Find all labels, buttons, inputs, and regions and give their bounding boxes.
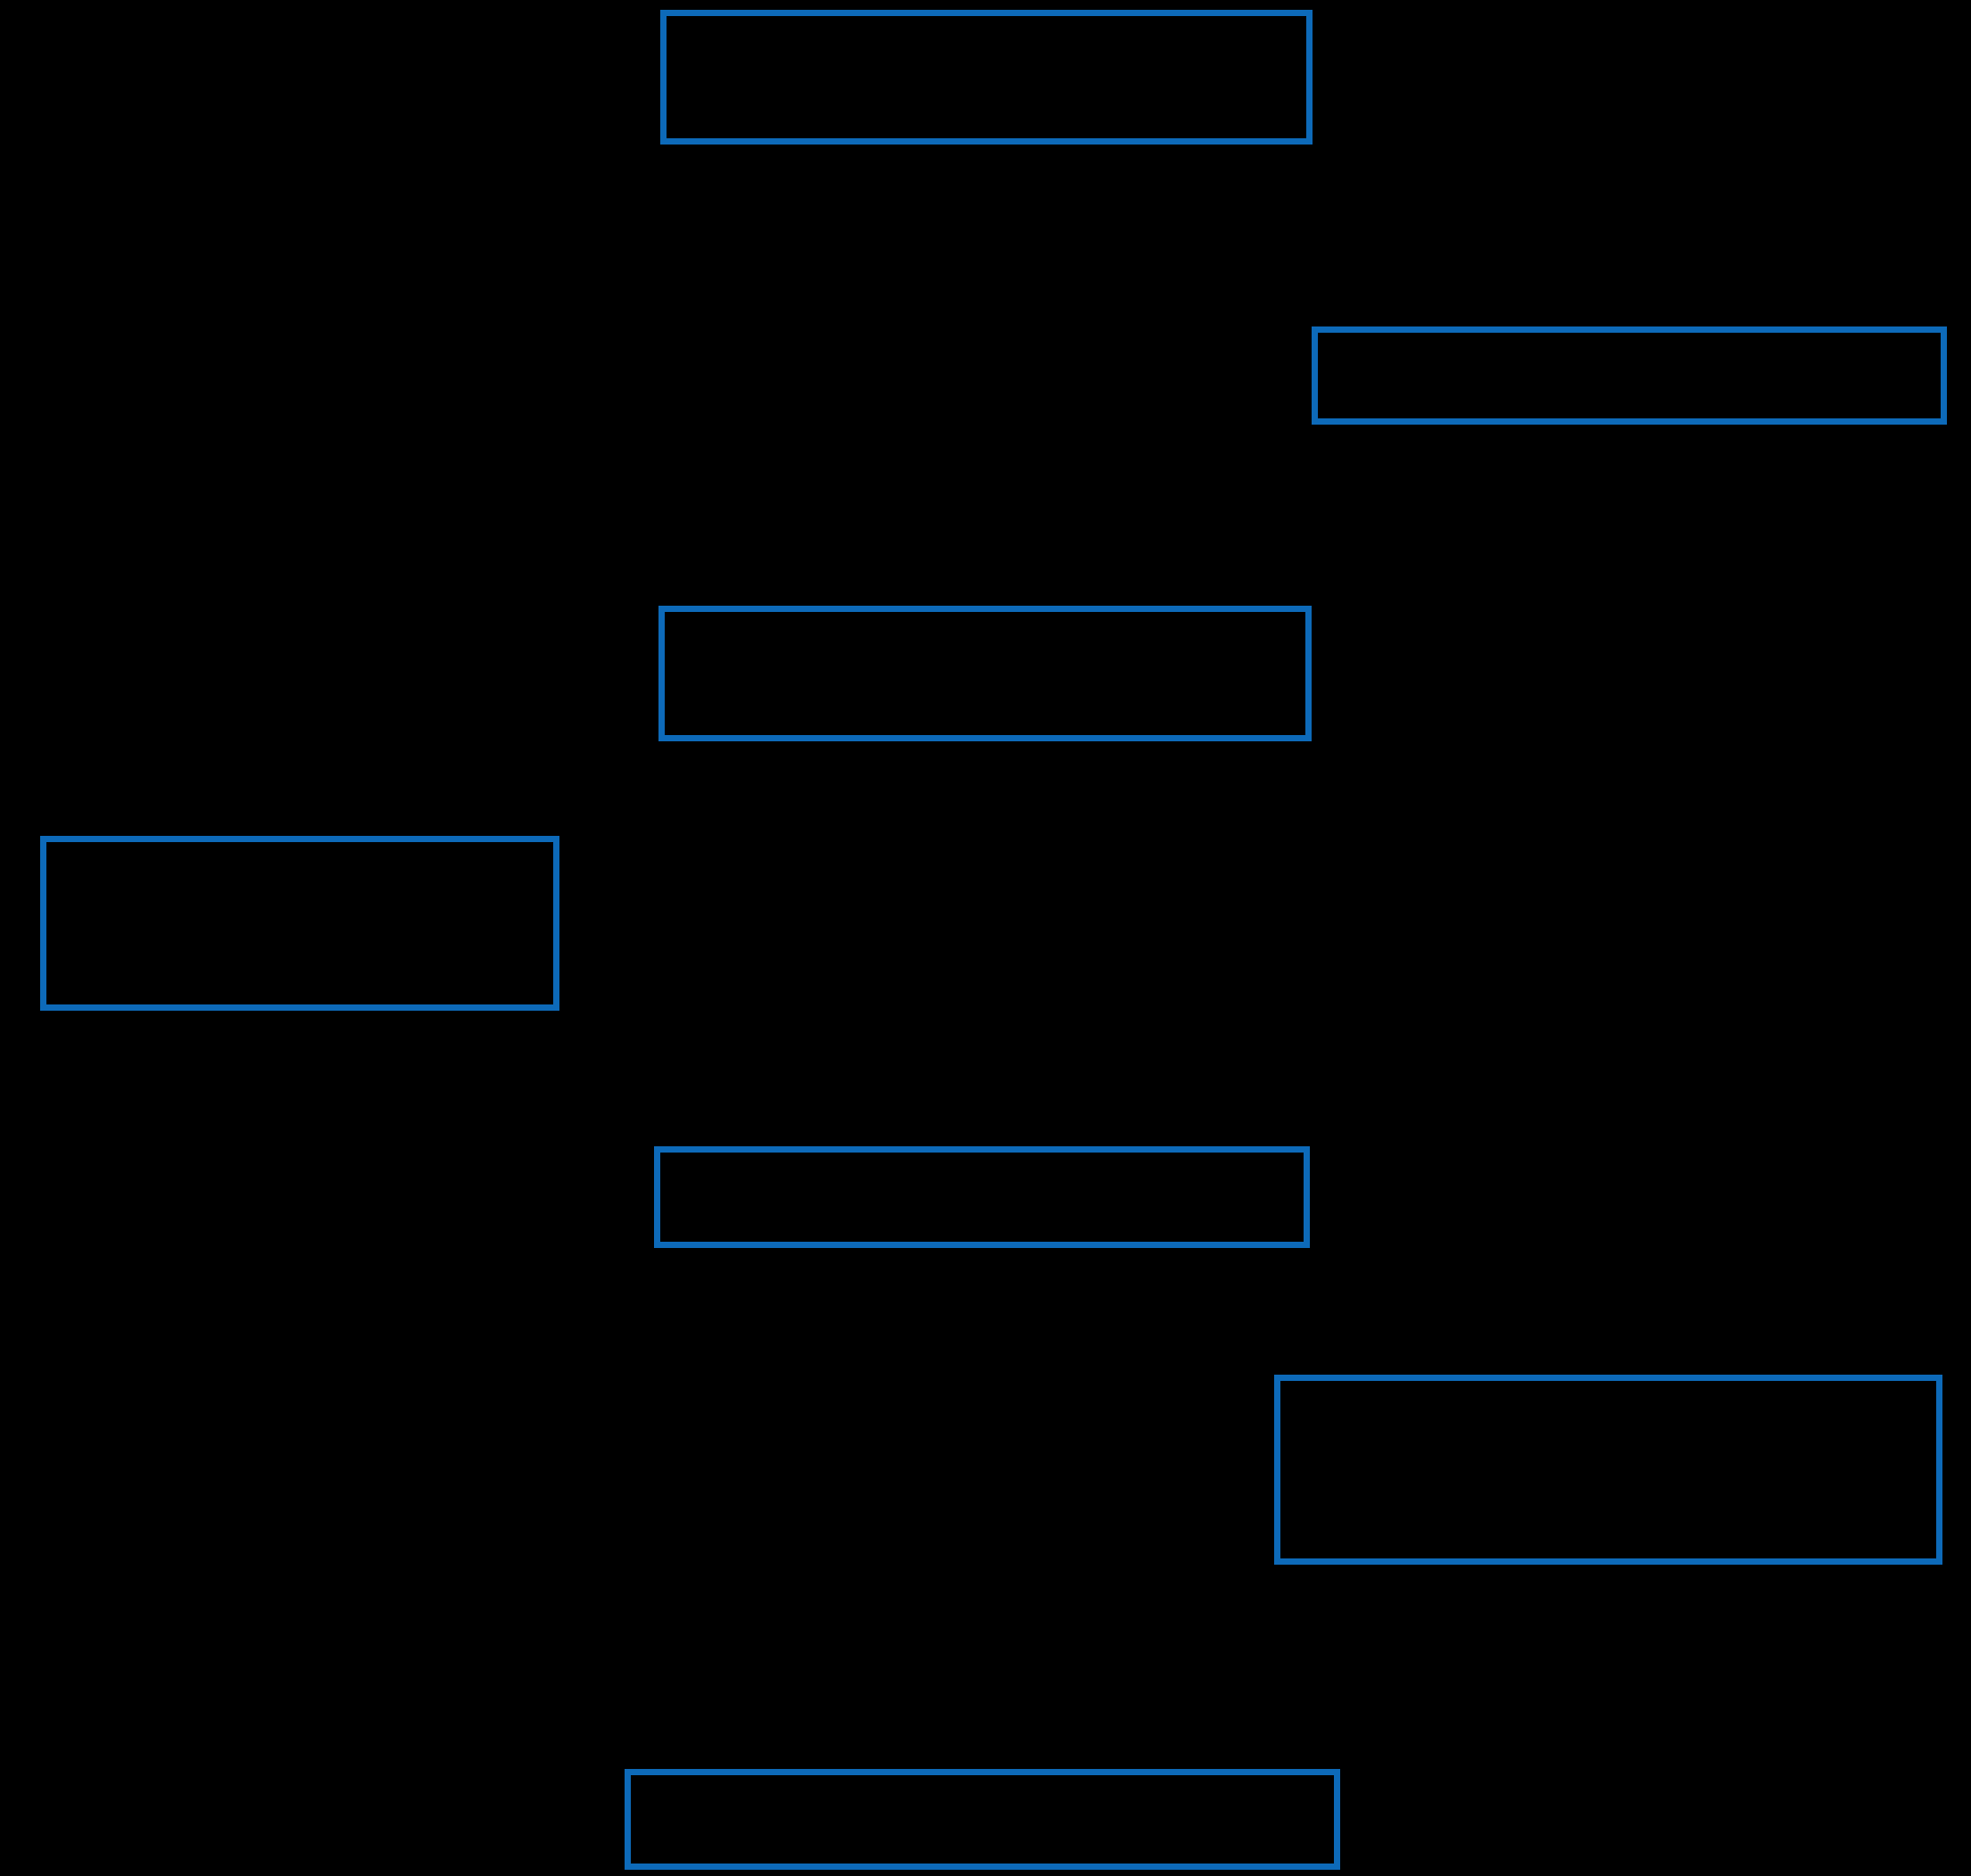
annotation-box-upper-right[interactable] (1312, 326, 1947, 425)
annotation-box-left[interactable] (40, 836, 559, 1011)
annotation-box-bottom-center[interactable] (625, 1769, 1340, 1870)
annotation-box-lower-right[interactable] (1274, 1375, 1942, 1565)
annotation-box-lower-center[interactable] (654, 1146, 1310, 1248)
annotation-box-top-center[interactable] (660, 10, 1313, 145)
annotation-box-mid-center[interactable] (658, 606, 1312, 741)
